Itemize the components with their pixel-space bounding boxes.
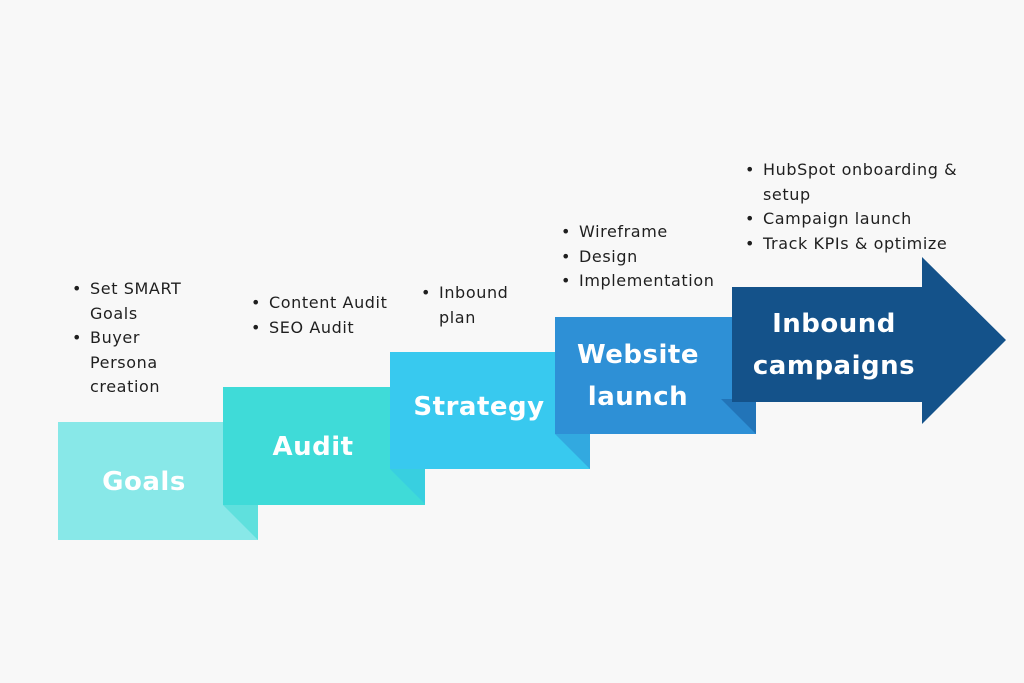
bullet-item: Campaign launch xyxy=(745,207,985,232)
step-strategy-bullets: Inbound plan xyxy=(421,281,531,330)
step-audit-bullets: Content Audit SEO Audit xyxy=(251,291,391,340)
step-website-fold xyxy=(555,434,590,469)
step-inbound-fold xyxy=(721,399,756,434)
step-inbound-label-line-1: Inbound xyxy=(772,309,896,339)
step-goals-bullets: Set SMART Goals Buyer Persona creation xyxy=(72,277,212,400)
bullet-item: Set SMART Goals xyxy=(72,277,212,326)
step-website-label: Website launch xyxy=(555,334,721,418)
step-inbound-arrow xyxy=(732,257,1006,424)
step-strategy-label: Strategy xyxy=(413,392,545,422)
step-website-label-line-1: Website xyxy=(577,340,699,370)
step-website-label-line-2: launch xyxy=(587,382,689,412)
step-inbound-bullets: HubSpot onboarding & setup Campaign laun… xyxy=(745,158,985,256)
step-inbound-label-line-2: campaigns xyxy=(752,351,916,381)
step-inbound-label: Inbound campaigns xyxy=(742,303,926,387)
step-strategy-fold xyxy=(390,469,425,504)
step-audit-label: Audit xyxy=(272,432,354,462)
step-goals-label: Goals xyxy=(102,467,186,497)
step-audit-fold xyxy=(223,505,258,540)
step-website-bullets: Wireframe Design Implementation xyxy=(561,220,761,294)
bullet-item: HubSpot onboarding & setup xyxy=(745,158,985,207)
bullet-item: SEO Audit xyxy=(251,316,391,341)
bullet-item: Content Audit xyxy=(251,291,391,316)
step-website-block xyxy=(555,317,756,434)
bullet-item: Track KPIs & optimize xyxy=(745,232,985,257)
bullet-item: Wireframe xyxy=(561,220,761,245)
bullet-item: Implementation xyxy=(561,269,761,294)
bullet-item: Design xyxy=(561,245,761,270)
bullet-item: Buyer Persona creation xyxy=(72,326,212,400)
bullet-item: Inbound plan xyxy=(421,281,531,330)
